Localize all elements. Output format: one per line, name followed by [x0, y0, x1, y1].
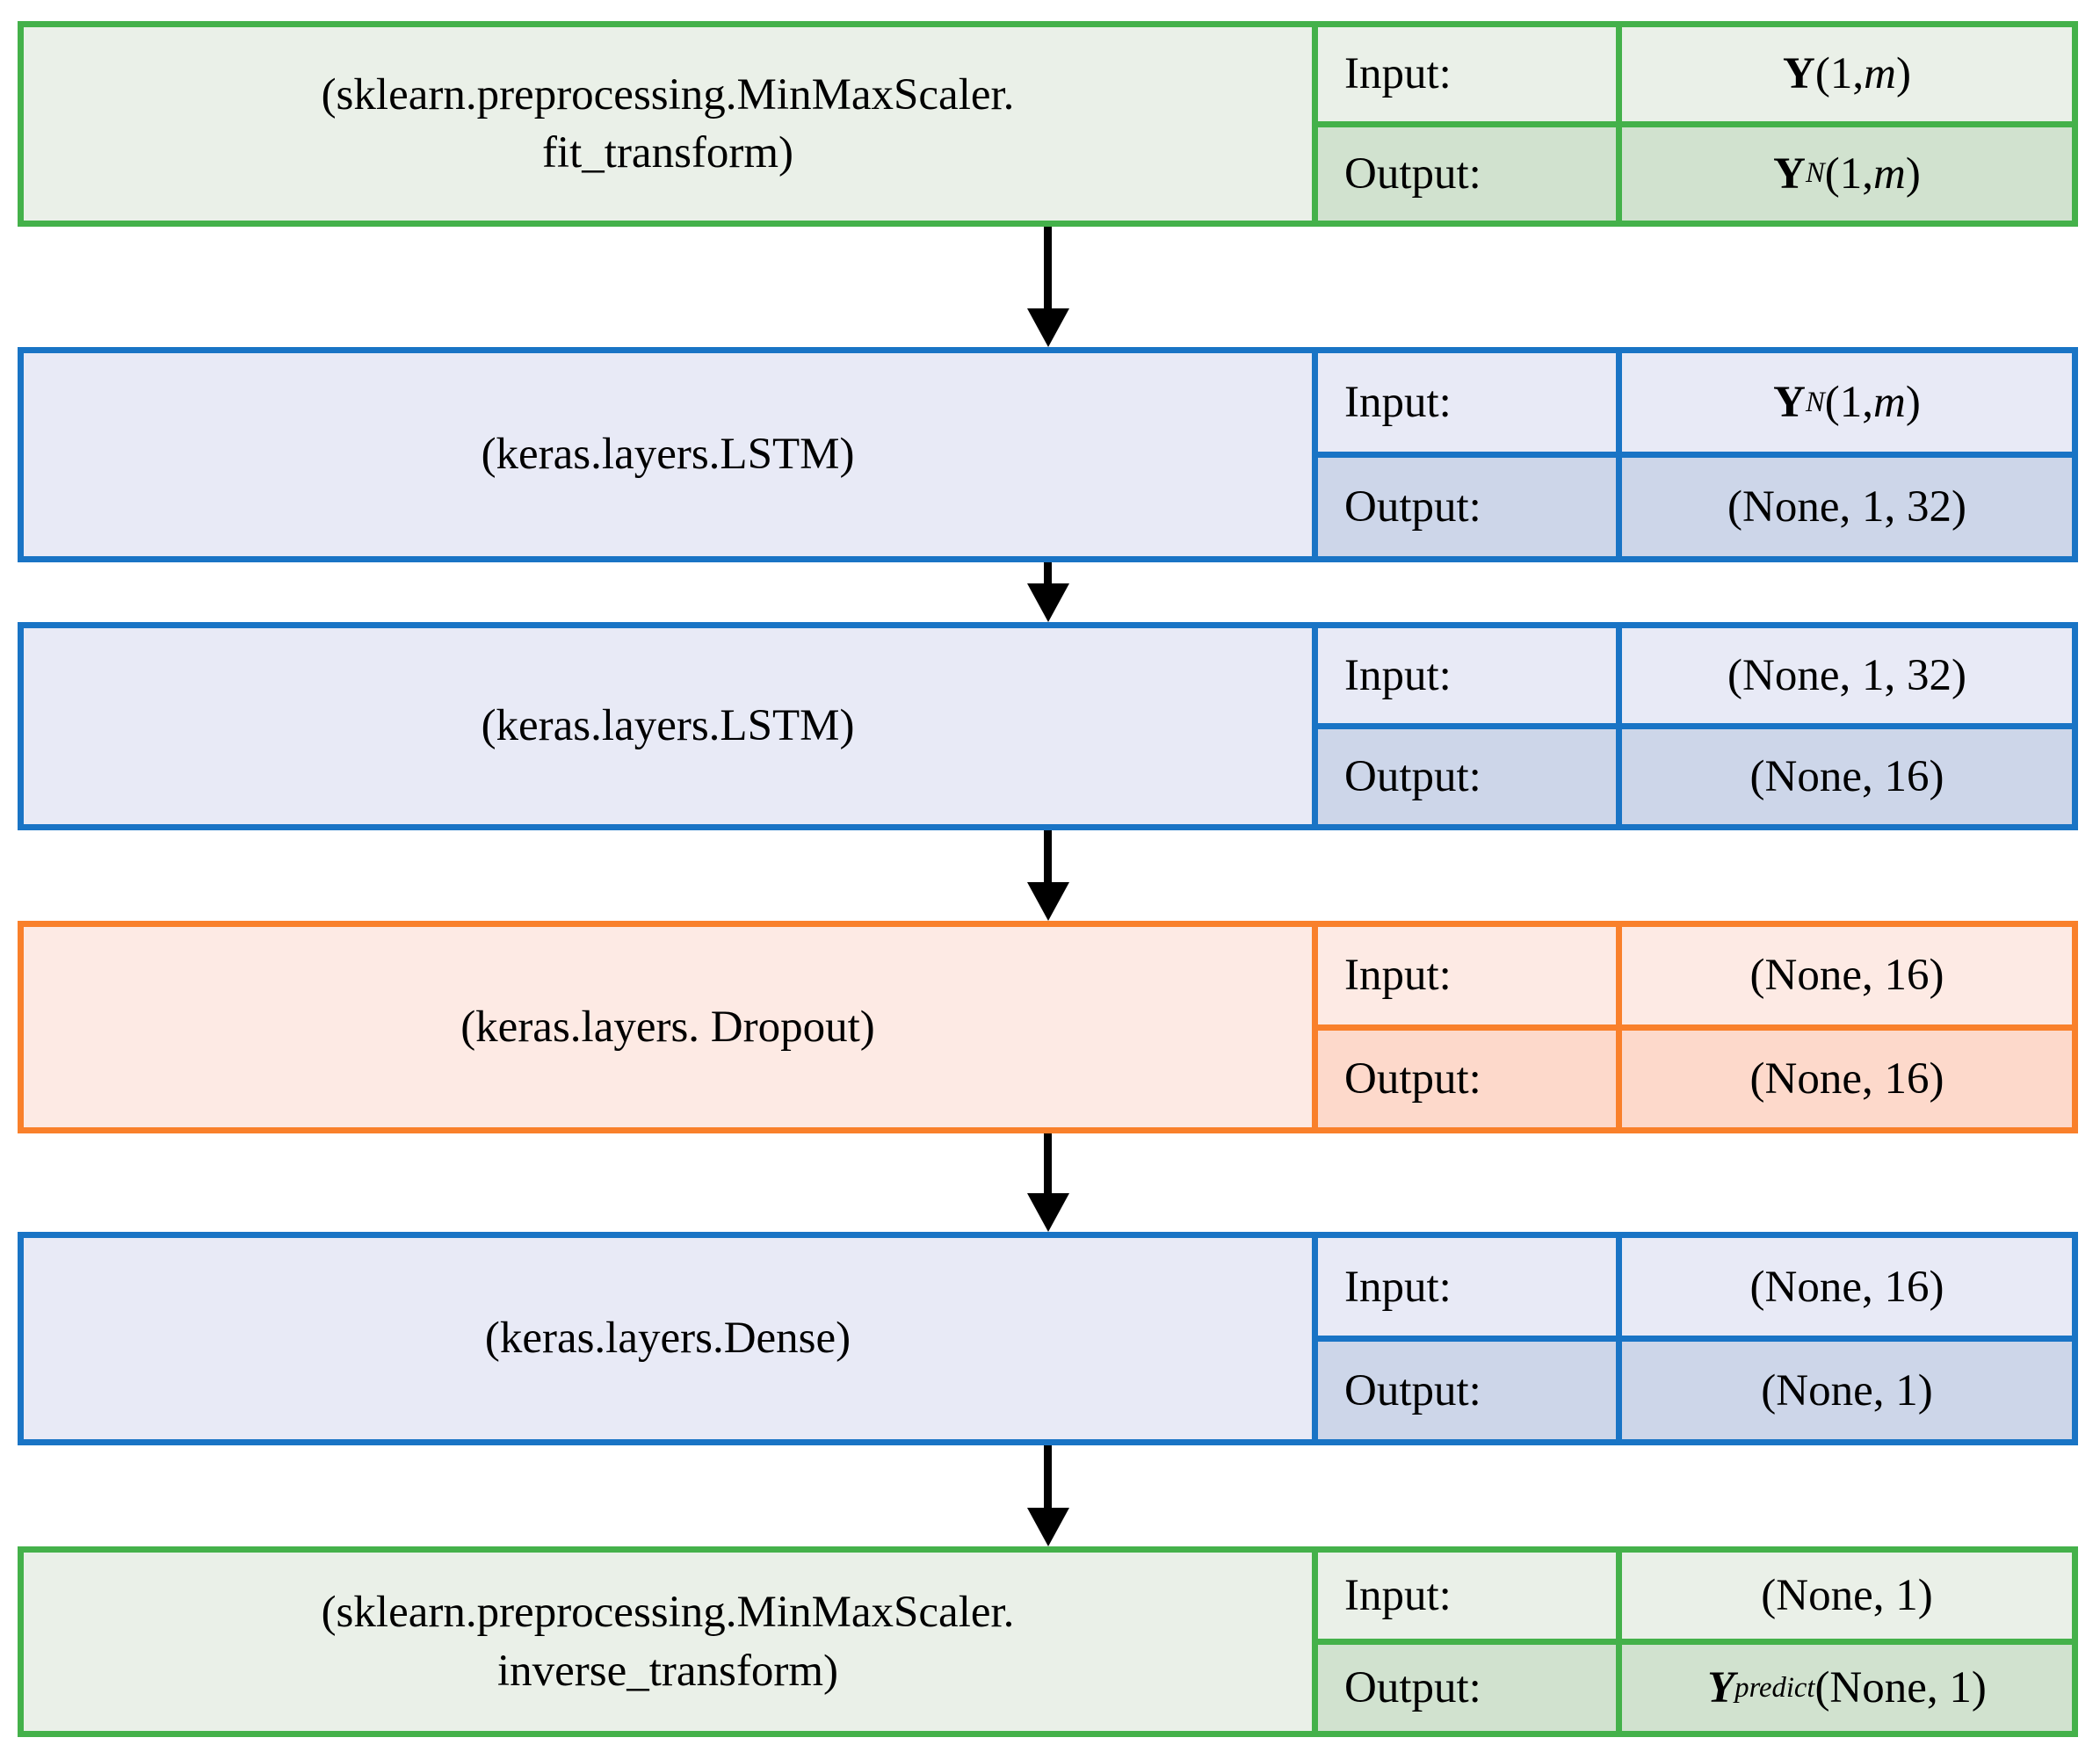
io-table: Input: (None, 16) Output: (None, 1) — [1318, 1238, 2072, 1439]
output-value: (None, 16) — [1749, 752, 1944, 801]
arrow-shaft — [1044, 562, 1052, 583]
output-key-label: Output: — [1318, 729, 1622, 824]
input-key-label: Input: — [1318, 927, 1622, 1024]
output-value: (None, 1) — [1761, 1365, 1933, 1415]
input-key-label: Input: — [1318, 1238, 1622, 1336]
output-row: Output: (None, 1, 32) — [1318, 452, 2072, 556]
io-table: Input: (None, 1, 32) Output: (None, 16) — [1318, 628, 2072, 824]
layer-block-dropout: (keras.layers. Dropout) Input: (None, 16… — [18, 921, 2078, 1133]
input-row: Input: (None, 1) — [1318, 1553, 2072, 1639]
flow-gap — [18, 562, 2078, 622]
layer-label: (sklearn.preprocessing.MinMaxScaler. fit… — [24, 27, 1318, 221]
down-arrow-icon — [1026, 227, 1069, 347]
arrow-head — [1026, 308, 1069, 347]
layer-block-dense: (keras.layers.Dense) Input: (None, 16) O… — [18, 1232, 2078, 1445]
layer-label: (sklearn.preprocessing.MinMaxScaler. inv… — [24, 1553, 1318, 1731]
down-arrow-icon — [1026, 1133, 1069, 1232]
flow-gap — [18, 830, 2078, 921]
flow-gap — [18, 1133, 2078, 1232]
arrow-shaft — [1044, 227, 1052, 308]
input-row: Input: (None, 16) — [1318, 1238, 2072, 1336]
input-row: Input: (None, 16) — [1318, 927, 2072, 1024]
arrow-shaft — [1044, 830, 1052, 882]
output-key-label: Output: — [1318, 1030, 1622, 1127]
flow-gap — [18, 227, 2078, 347]
input-key-label: Input: — [1318, 353, 1622, 452]
output-row: Output: (None, 1) — [1318, 1336, 2072, 1439]
arrow-head — [1026, 1508, 1069, 1546]
output-key-label: Output: — [1318, 1342, 1622, 1439]
input-value: (None, 1) — [1761, 1571, 1933, 1620]
arrow-head — [1026, 1193, 1069, 1232]
layer-label: (keras.layers.LSTM) — [24, 628, 1318, 824]
down-arrow-icon — [1026, 562, 1069, 622]
layer-block-minmaxscaler-fit-transform: (sklearn.preprocessing.MinMaxScaler. fit… — [18, 21, 2078, 227]
arrow-shaft — [1044, 1445, 1052, 1508]
arrow-shaft — [1044, 1133, 1052, 1193]
input-value: (None, 16) — [1749, 1262, 1944, 1312]
arrow-head — [1026, 882, 1069, 921]
arrow-head — [1026, 583, 1069, 622]
output-value: (None, 16) — [1749, 1053, 1944, 1104]
input-value: (None, 1, 32) — [1727, 651, 1966, 700]
output-row: Output: (None, 16) — [1318, 1024, 2072, 1127]
input-row: Input: Y(1, m) — [1318, 27, 2072, 121]
down-arrow-icon — [1026, 1445, 1069, 1546]
input-value: Y(1, m) — [1783, 49, 1911, 99]
down-arrow-icon — [1026, 830, 1069, 921]
output-value: (None, 1, 32) — [1727, 482, 1966, 532]
input-key-label: Input: — [1318, 1553, 1622, 1639]
input-value: (None, 16) — [1749, 951, 1944, 1001]
output-row: Output: (None, 16) — [1318, 723, 2072, 824]
input-key-label: Input: — [1318, 628, 1622, 723]
io-table: Input: (None, 16) Output: (None, 16) — [1318, 927, 2072, 1127]
layer-label: (keras.layers.LSTM) — [24, 353, 1318, 556]
layer-label: (keras.layers. Dropout) — [24, 927, 1318, 1127]
input-row: Input: (None, 1, 32) — [1318, 628, 2072, 723]
output-key-label: Output: — [1318, 127, 1622, 221]
input-key-label: Input: — [1318, 27, 1622, 121]
flow-gap — [18, 1445, 2078, 1546]
layer-block-lstm-2: (keras.layers.LSTM) Input: (None, 1, 32)… — [18, 622, 2078, 830]
output-key-label: Output: — [1318, 458, 1622, 556]
layer-block-minmaxscaler-inverse-transform: (sklearn.preprocessing.MinMaxScaler. inv… — [18, 1546, 2078, 1737]
layer-label: (keras.layers.Dense) — [24, 1238, 1318, 1439]
output-key-label: Output: — [1318, 1645, 1622, 1731]
